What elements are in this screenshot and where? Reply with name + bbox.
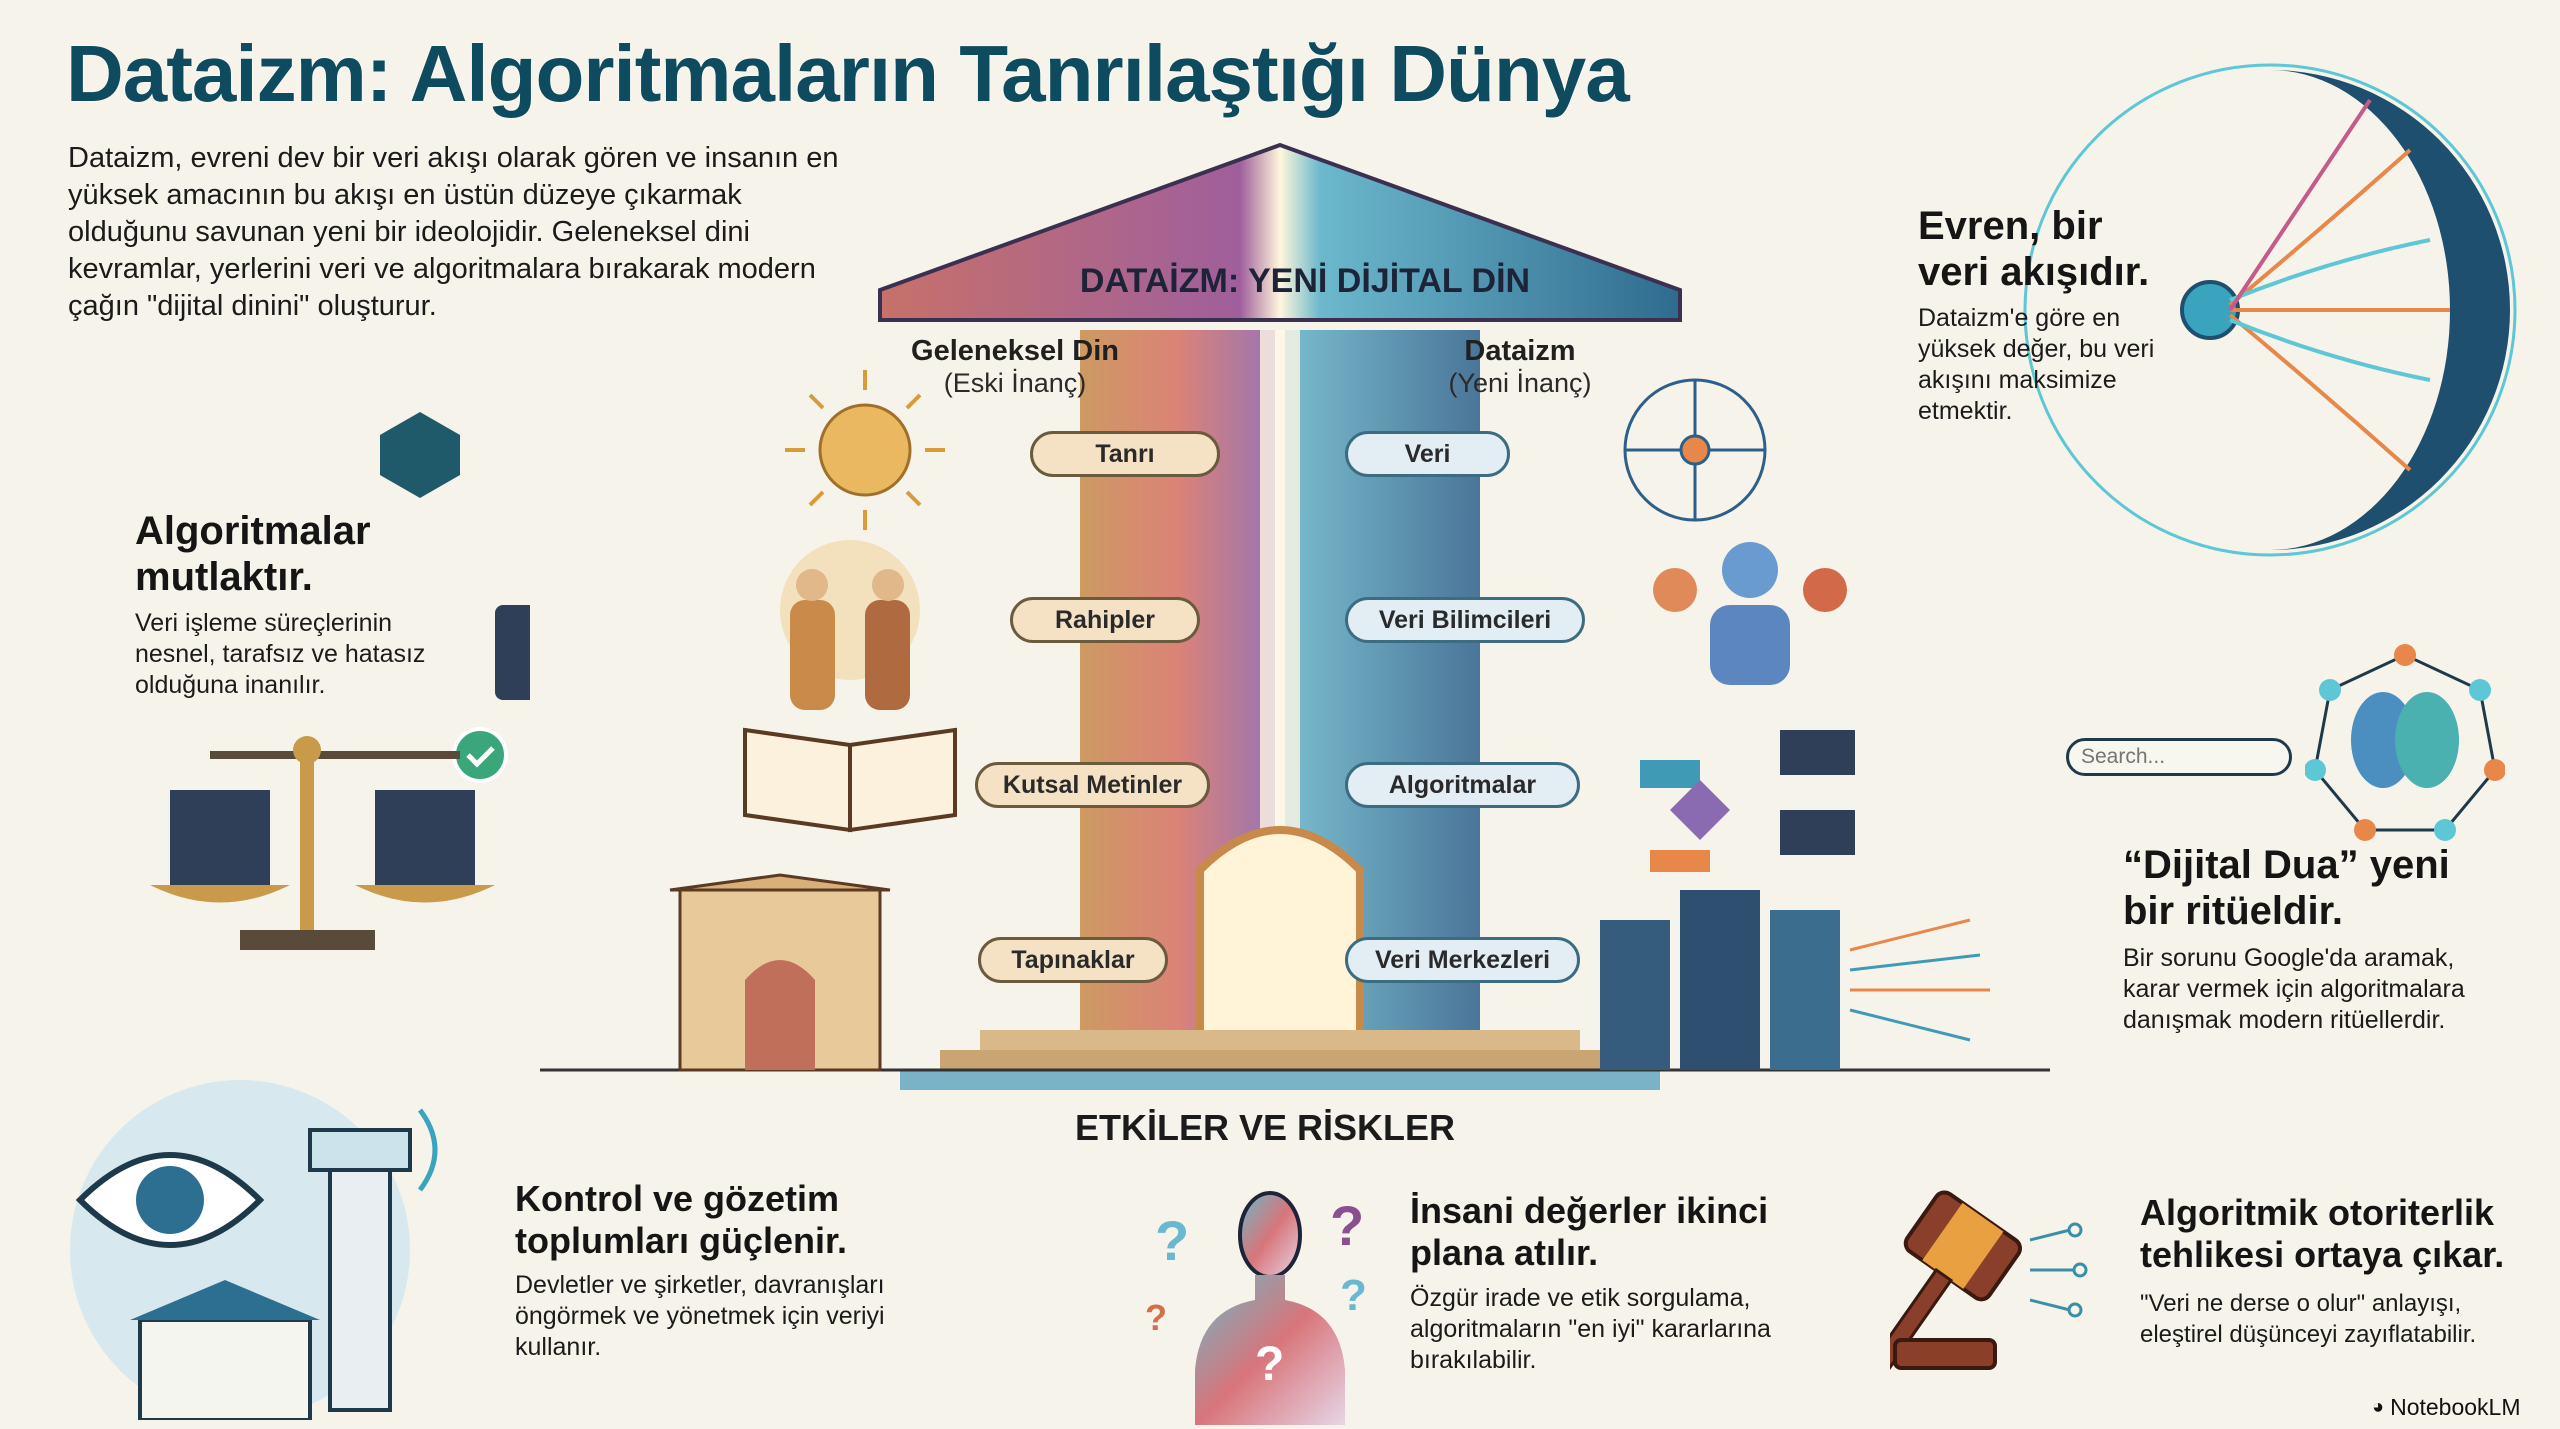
priests-icon (780, 540, 920, 710)
checkmark-icon (452, 727, 508, 783)
temple-building-icon (669, 873, 891, 1072)
left-item-temples: Tapınaklar (978, 937, 1168, 983)
effects-title: ETKİLER VE RİSKLER (1075, 1107, 1456, 1148)
book-icon (743, 727, 957, 833)
left-item-god: Tanrı (1030, 431, 1220, 477)
search-input[interactable] (2069, 741, 2289, 773)
notebooklm-brand: ◕ NotebookLM (2372, 1394, 2521, 1421)
svg-text:?: ? (1330, 1194, 1364, 1257)
flowchart-icon (1640, 730, 1855, 872)
intro-text: Dataizm, evreni dev bir veri akışı olara… (68, 142, 839, 322)
data-center-icon (1600, 890, 1990, 1070)
scale-illustration (150, 412, 530, 950)
right-item-data-centers: Veri Merkezleri (1345, 937, 1580, 983)
effect-1-body: Devletler ve şirketler, davranışları öng… (515, 1271, 885, 1361)
prayer-body: Bir sorunu Google'da aramak, karar verme… (2123, 944, 2465, 1034)
prayer-heading: “Dijital Dua” yeni bir ritüeldir. (2123, 843, 2450, 933)
page-title: Dataizm: Algoritmaların Tanrılaştığı Dün… (66, 29, 1630, 118)
traditional-religion-header: Geleneksel Din (Eski İnanç) (880, 335, 1150, 399)
gavel-icon (1890, 1190, 2088, 1380)
data-network-icon (1623, 378, 1767, 522)
notebooklm-logo-icon: ◕ (2372, 1396, 2385, 1418)
svg-text:?: ? (1255, 1338, 1284, 1391)
svg-text:?: ? (1340, 1271, 1367, 1320)
data-flow-illustration (2023, 63, 2517, 557)
effect-1-heading: Kontrol ve gözetim toplumları güçlenir. (515, 1178, 848, 1261)
right-item-data: Veri (1345, 431, 1510, 477)
left-item-scriptures: Kutsal Metinler (975, 762, 1210, 808)
effect-2-body: Özgür irade ve etik sorgulama, algoritma… (1410, 1284, 1771, 1374)
temple-roof (878, 142, 1682, 322)
brand-label: NotebookLM (2390, 1394, 2521, 1420)
effect-3-heading: Algoritmik otoriterlik tehlikesi ortaya … (2140, 1192, 2505, 1275)
traditional-subtitle: (Eski İnanç) (943, 368, 1087, 398)
svg-text:?: ? (1155, 1209, 1189, 1272)
data-flow-shape (2270, 70, 2510, 550)
effect-3-body: "Veri ne derse o olur" anlayışı, eleştir… (2140, 1290, 2477, 1348)
temple-banner: DATAİZM: YENİ DİJİTAL DİN (1079, 262, 1531, 300)
universe-body: Dataizm'e göre en yüksek değer, bu veri … (1918, 304, 2155, 425)
balance-scale-icon (150, 736, 495, 950)
universe-heading: Evren, bir veri akışıdır. (1918, 204, 2150, 294)
government-building-icon (138, 1318, 312, 1420)
sun-icon (785, 370, 945, 530)
svg-text:?: ? (1145, 1297, 1167, 1338)
surveillance-illustration (70, 1080, 438, 1420)
data-source-node (2180, 280, 2240, 340)
dataism-header: Dataizm (Yeni İnanç) (1420, 335, 1620, 399)
right-item-algorithms: Algoritmalar (1345, 762, 1580, 808)
algorithms-body: Veri işleme süreçlerinin nesnel, tarafsı… (135, 609, 426, 699)
hexagon-icon (380, 412, 460, 498)
dataism-title: Dataizm (1464, 335, 1576, 367)
brain-network-icon (2305, 644, 2505, 841)
dataism-subtitle: (Yeni İnanç) (1448, 368, 1592, 398)
temple-doorway (1196, 826, 1364, 1084)
right-item-data-scientists: Veri Bilimcileri (1345, 597, 1585, 643)
confused-person-illustration: ? ? ? ? ? (1145, 1191, 1367, 1425)
data-scientists-icon (1653, 542, 1847, 685)
effect-2-heading: İnsani değerler ikinci plana atılır. (1410, 1190, 1769, 1273)
watchtower-icon (328, 1148, 392, 1412)
search-box[interactable]: ⚲ (2066, 738, 2292, 776)
algorithms-heading: Algoritmalar mutlaktır. (135, 509, 371, 599)
code-window-icon (495, 605, 530, 700)
left-item-priests: Rahipler (1010, 597, 1200, 643)
traditional-title: Geleneksel Din (911, 335, 1119, 367)
